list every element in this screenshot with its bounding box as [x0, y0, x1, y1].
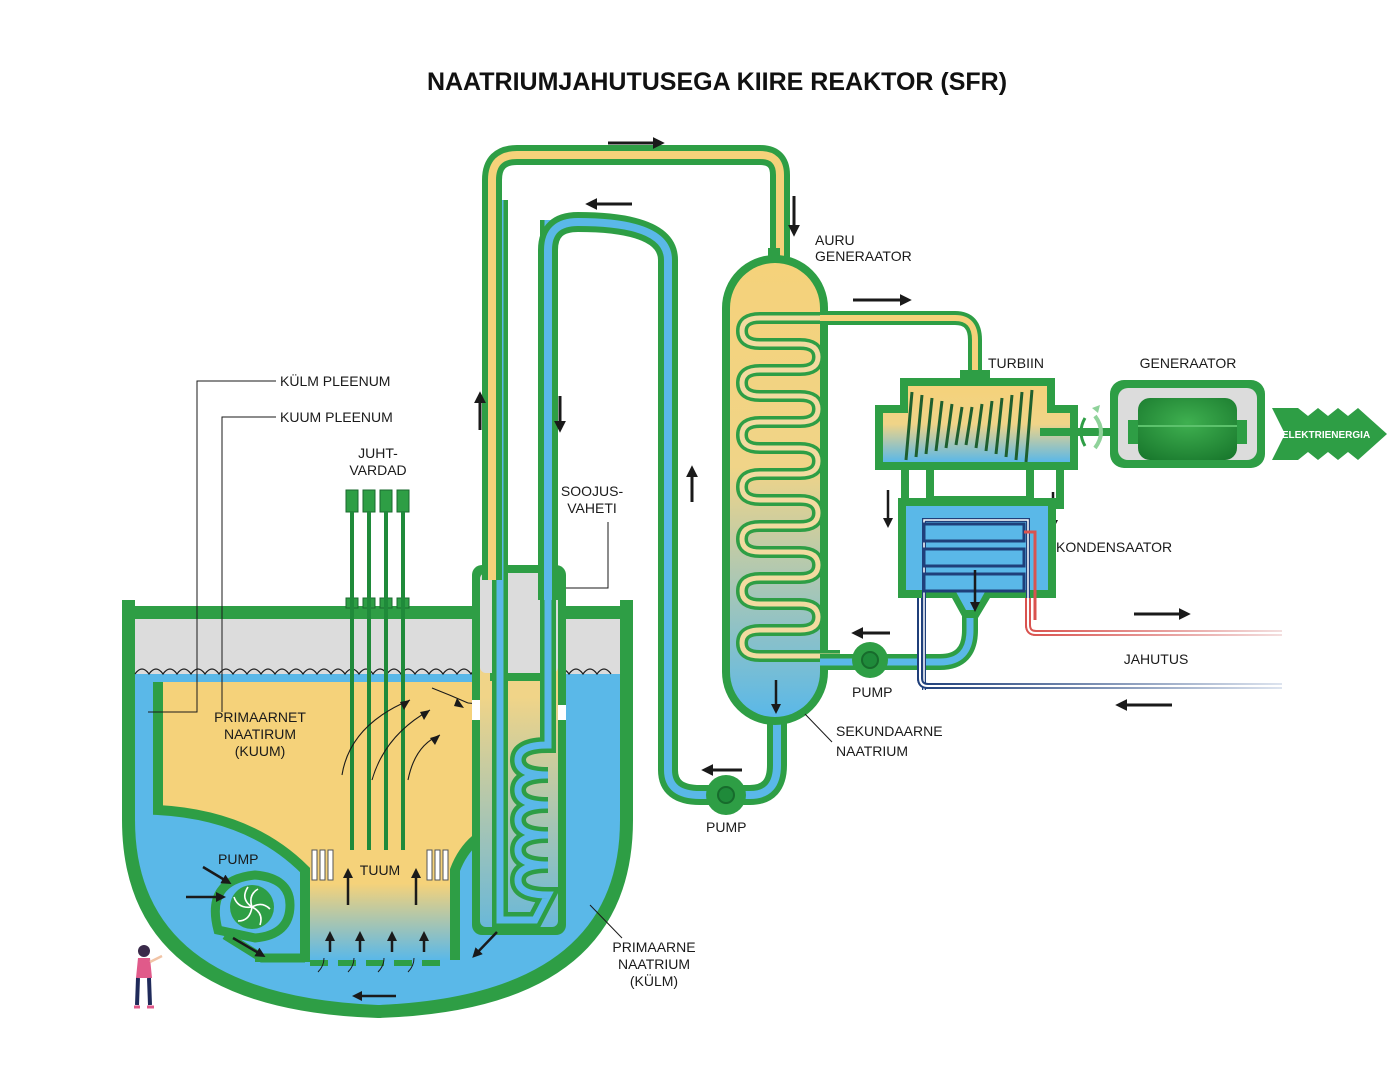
condenser — [898, 498, 1056, 690]
cooling-label: JAHUTUS — [1124, 651, 1189, 667]
generator — [1110, 380, 1265, 468]
control-rods-label-1: JUHT- — [358, 445, 398, 461]
electricity-arrow: ELEKTRIENERGIA — [1272, 408, 1387, 460]
reflector-bars — [311, 849, 449, 881]
pump-primary-label: PUMP — [218, 851, 258, 867]
intermediate-heat-exchanger — [472, 200, 566, 958]
primary-hot-label-1: PRIMAARNET — [214, 709, 306, 725]
primary-cold-label-1: PRIMAARNE — [612, 939, 695, 955]
pump-intermediate-label: PUMP — [706, 819, 746, 835]
page-title: NAATRIUMJAHUTUSEGA KIIRE REAKTOR (SFR) — [427, 68, 1007, 96]
control-rods — [345, 489, 410, 850]
steam-pipe — [820, 311, 982, 385]
steam-gen-label-2: GENERAATOR — [815, 248, 912, 264]
steam-generator — [722, 248, 840, 725]
generator-label: GENERAATOR — [1140, 355, 1237, 371]
control-rods-label-2: VARDAD — [349, 462, 406, 478]
feedwater-pipe — [820, 612, 978, 670]
primary-pump: PUMP — [186, 851, 305, 963]
turbine-label: TURBIIN — [988, 355, 1044, 371]
condenser-coils — [922, 518, 1030, 690]
primary-hot-label-2: NAATIRUM — [224, 726, 296, 742]
intermediate-pump: PUMP — [706, 775, 746, 835]
secondary-label-1: SEKUNDAARNE — [836, 723, 943, 739]
electricity-label: ELEKTRIENERGIA — [1282, 430, 1370, 441]
core-flow-arrows — [325, 868, 429, 952]
hot-plenum-label: KUUM PLEENUM — [280, 409, 393, 425]
core-inflow-curves — [317, 957, 415, 973]
secondary-pump: PUMP — [852, 642, 892, 700]
pump-secondary-label: PUMP — [852, 684, 892, 700]
person-figure — [134, 945, 163, 1009]
primary-cold-label-2: NAATRIUM — [618, 956, 690, 972]
condenser-label: KONDENSAATOR — [1056, 539, 1172, 555]
cold-plenum-label: KÜLM PLEENUM — [280, 372, 390, 389]
heat-exchanger-label-2: VAHETI — [567, 500, 617, 516]
primary-cold-label-3: (KÜLM) — [630, 972, 678, 989]
loop-arrows — [474, 137, 912, 776]
secondary-label-2: NAATRIUM — [836, 743, 908, 759]
steam-gen-label-1: AURU — [815, 232, 855, 248]
cooling-lines — [917, 598, 1282, 711]
leader-lines — [148, 380, 833, 939]
secondary-hot-pipe — [482, 145, 790, 580]
secondary-cold-pipe — [538, 211, 787, 805]
primary-hot-label-3: (KUUM) — [235, 743, 286, 759]
turbine-blades — [904, 389, 1034, 463]
core-label: TUUM — [360, 862, 400, 878]
heat-exchanger-label-1: SOOJUS- — [561, 483, 624, 499]
